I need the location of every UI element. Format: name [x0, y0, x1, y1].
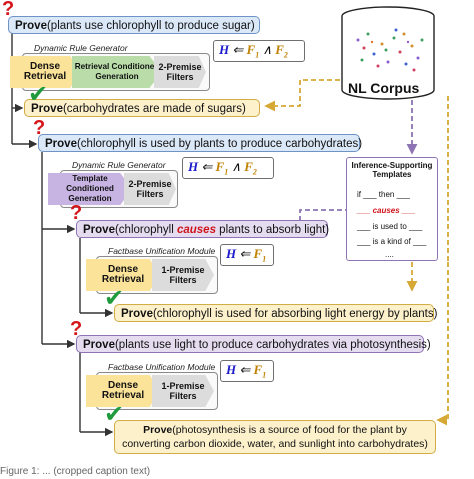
- goal-text-c: plants to absorb light): [215, 224, 330, 236]
- template-line: ___ is used to ___: [357, 222, 423, 231]
- goal-prefix: Prove: [45, 138, 77, 150]
- goal-text-highlight: causes: [176, 224, 216, 236]
- rule-f1: F: [253, 246, 263, 261]
- rule-formula: H ⇐ F1: [220, 244, 274, 266]
- template-line-causes: ___ causes ___: [357, 206, 415, 215]
- goal-prefix: Prove: [15, 20, 47, 32]
- goal-fact: Prove(chlorophyll is used for absorbing …: [114, 304, 438, 322]
- goal-text: (chlorophyll is used for absorbing light…: [152, 308, 438, 320]
- nl-corpus-cylinder: [341, 6, 435, 100]
- template-line: ....: [385, 250, 394, 259]
- rule-f2: F: [244, 159, 253, 174]
- dense-retrieval-step: Dense Retrieval: [86, 259, 160, 291]
- templates-box: Inference-Supporting Templates if ___ th…: [346, 157, 438, 261]
- rule-arrow: ⇐: [232, 42, 244, 57]
- goal-prefix: Prove: [121, 308, 153, 320]
- step-label: 2-Premise Filters: [158, 62, 202, 82]
- template-line: ___ is a kind of ___: [357, 237, 427, 246]
- goal-line-1: Prove(photosynthesis is a source of food…: [121, 423, 429, 437]
- check-icon: ✔: [28, 80, 49, 108]
- question-mark-icon: ?: [2, 0, 15, 20]
- filters-step: 2-Premise Filters: [154, 56, 206, 88]
- question-mark-icon: ?: [70, 318, 83, 340]
- step-label: 1-Premise Filters: [161, 265, 205, 285]
- step-label: Dense Retrieval: [101, 380, 145, 401]
- rule-head: H: [219, 42, 230, 57]
- goal-fact: Prove(photosynthesis is a source of food…: [114, 420, 436, 454]
- generation-step: Retrieval Conditioned Generation: [72, 56, 162, 88]
- filters-step: 1-Premise Filters: [152, 259, 214, 291]
- goal-text: (plants use light to produce carbohydrat…: [114, 339, 431, 351]
- goal-fact: Prove(carbohydrates are made of sugars): [24, 99, 260, 117]
- module-caption: Dynamic Rule Generator: [72, 160, 166, 170]
- rule-arrow: ⇐: [201, 159, 213, 174]
- templates-title: Inference-Supporting Templates: [351, 161, 433, 179]
- goal-line-2: converting carbon dioxide, water, and su…: [122, 438, 428, 450]
- step-label: 2-Premise Filters: [128, 179, 172, 199]
- rule-f2-sub: 2: [283, 50, 288, 60]
- rule-f1: F: [246, 42, 256, 57]
- goal-prefix: Prove: [83, 224, 115, 236]
- step-label: Template Conditioned Generation: [66, 174, 114, 203]
- rule-head: H: [226, 246, 237, 261]
- filters-step: 2-Premise Filters: [124, 173, 176, 205]
- filters-step: 1-Premise Filters: [152, 375, 214, 407]
- template-line: if ___ then ___: [357, 190, 410, 199]
- rule-head: H: [226, 362, 237, 377]
- rule-f1: F: [215, 159, 225, 174]
- rule-formula: H ⇐ F1 ∧ F2: [213, 40, 305, 62]
- module-caption: Factbase Unification Module: [108, 362, 216, 372]
- module-caption: Dynamic Rule Generator: [34, 43, 128, 53]
- figure-caption-fragment: Figure 1: ... (cropped caption text): [0, 466, 151, 477]
- step-label: 1-Premise Filters: [161, 381, 205, 401]
- rule-arrow: ⇐: [239, 362, 251, 377]
- goal-prefix: Prove: [83, 339, 115, 351]
- rule-f2-sub: 2: [252, 167, 257, 177]
- goal-text: (photosynthesis is a source of food for …: [172, 424, 407, 436]
- goal-text: (chlorophyll is used by plants to produc…: [76, 138, 363, 150]
- goal-prefix: Prove: [143, 424, 173, 436]
- rule-and: ∧: [231, 159, 241, 174]
- corpus-scatter: [356, 28, 424, 72]
- rule-head: H: [188, 159, 199, 174]
- check-icon: ✔: [104, 284, 125, 312]
- goal-template-subgoal: Prove(chlorophyll causes plants to absor…: [76, 220, 330, 238]
- goal-subgoal: Prove(chlorophyll is used by plants to p…: [38, 134, 363, 152]
- goal-text-a: (chlorophyll: [114, 224, 177, 236]
- step-label: Dense Retrieval: [101, 264, 145, 285]
- question-mark-icon: ?: [70, 202, 83, 224]
- goal-root: Prove(plants use chlorophyll to produce …: [8, 16, 260, 34]
- rule-f1-sub: 1: [224, 167, 229, 177]
- dense-retrieval-step: Dense Retrieval: [86, 375, 160, 407]
- rule-and: ∧: [262, 42, 272, 57]
- goal-template-subgoal: Prove(plants use light to produce carboh…: [76, 335, 431, 353]
- rule-f1-sub: 1: [262, 254, 267, 264]
- step-label: Retrieval Conditioned Generation: [74, 62, 160, 81]
- question-mark-icon: ?: [33, 117, 46, 139]
- goal-text: (plants use chlorophyll to produce sugar…: [46, 20, 255, 32]
- template-generation-step: Template Conditioned Generation: [48, 173, 132, 205]
- template-line-text: ___ causes ___: [357, 206, 416, 215]
- rule-f1: F: [253, 362, 263, 377]
- goal-text: (carbohydrates are made of sugars): [62, 103, 246, 115]
- rule-arrow: ⇐: [239, 246, 251, 261]
- rule-formula: H ⇐ F1 ∧ F2: [182, 157, 274, 179]
- rule-formula: H ⇐ F1: [220, 360, 274, 382]
- module-caption: Factbase Unification Module: [108, 246, 216, 256]
- step-label: Dense Retrieval: [23, 61, 67, 82]
- rule-f1-sub: 1: [255, 50, 260, 60]
- rule-f1-sub: 1: [262, 370, 267, 380]
- goal-prefix: Prove: [31, 103, 63, 115]
- dense-retrieval-step: Dense Retrieval: [10, 56, 80, 88]
- check-icon: ✔: [104, 400, 125, 428]
- nl-corpus-label: NL Corpus: [348, 80, 420, 96]
- rule-f2: F: [275, 42, 284, 57]
